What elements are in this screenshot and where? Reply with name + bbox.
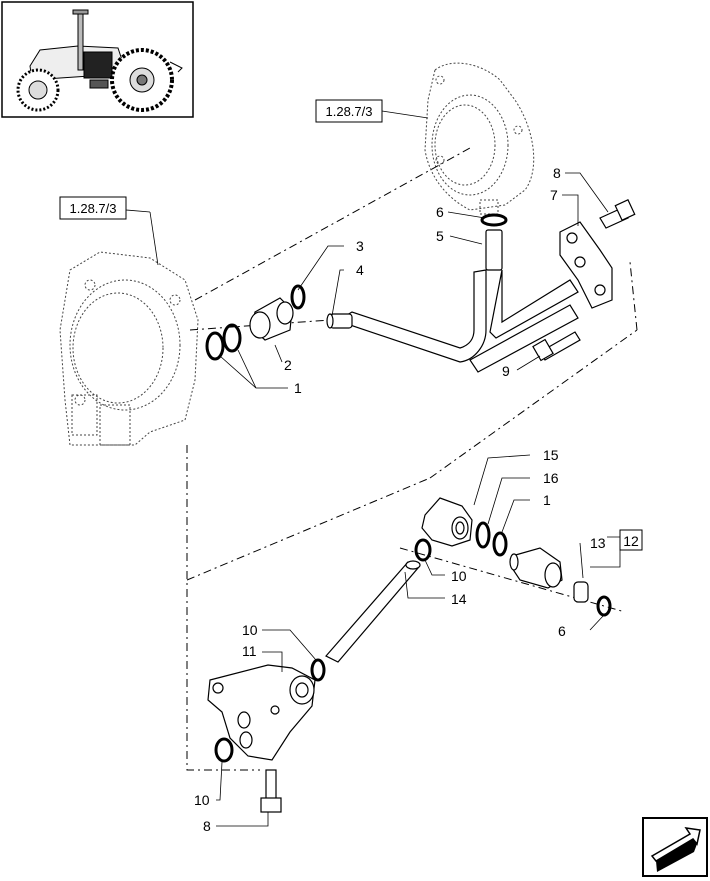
- callout-1-left: 1: [294, 380, 302, 396]
- rings-part-1-left: [205, 323, 242, 361]
- bracket-part-11: [207, 664, 316, 761]
- callout-3: 3: [356, 238, 364, 254]
- ring-part-10-left: [310, 658, 326, 682]
- adapter-part-12: [509, 547, 563, 589]
- callout-9: 9: [502, 363, 510, 379]
- callout-leaders: [216, 172, 621, 827]
- elbow-part-15: [421, 497, 473, 547]
- callout-14: 14: [451, 591, 467, 607]
- tractor-thumbnail-icon: [1, 1, 194, 118]
- tube-assembly-part-5: [340, 229, 579, 373]
- callout-1-right: 1: [543, 492, 551, 508]
- callout-13: 13: [590, 535, 606, 551]
- callout-5: 5: [436, 228, 444, 244]
- ring-part-6-top: [480, 213, 508, 227]
- union-part-2: [249, 297, 294, 341]
- upper-housing-ghost: [424, 62, 535, 215]
- callout-2: 2: [284, 357, 292, 373]
- callout-15: 15: [543, 447, 559, 463]
- callout-12-box: 12: [619, 529, 643, 551]
- tube-part-14: [325, 560, 421, 663]
- ref-box-left[interactable]: 1.28.7/3: [59, 196, 159, 266]
- callout-16: 16: [543, 470, 559, 486]
- ring-part-6-bottom: [596, 595, 612, 617]
- bolt-part-8-bottom: [260, 769, 282, 813]
- bracket-part-7: [559, 221, 613, 309]
- ring-part-1-right: [492, 531, 508, 557]
- callout-8-bottom: 8: [203, 818, 211, 834]
- ring-part-3: [290, 284, 306, 310]
- ring-part-16: [475, 521, 491, 549]
- callout-10-bottom: 10: [194, 792, 210, 808]
- ring-part-10-mid: [414, 538, 432, 562]
- bolt-part-9: [532, 331, 581, 362]
- callout-6-bottom: 6: [558, 623, 566, 639]
- ring-part-10-bottom: [214, 737, 234, 763]
- assembly-lines: [186, 147, 638, 771]
- callout-7: 7: [550, 187, 558, 203]
- callout-8-top: 8: [553, 165, 561, 181]
- callouts: 8 7 6 5 3 4 2 1 9 15 16 1 13 12 10 14 6 …: [194, 165, 643, 834]
- callout-12: 12: [623, 533, 639, 549]
- callout-10-left: 10: [242, 622, 258, 638]
- callout-6-top: 6: [436, 204, 444, 220]
- callout-11: 11: [242, 643, 257, 659]
- plug-part-13: [573, 581, 589, 603]
- ref-label-left: 1.28.7/3: [70, 201, 117, 216]
- callout-4: 4: [356, 262, 364, 278]
- ref-box-upper[interactable]: 1.28.7/3: [315, 99, 429, 123]
- callout-10-mid: 10: [451, 568, 467, 584]
- left-housing-ghost: [59, 251, 199, 446]
- ref-label-upper: 1.28.7/3: [326, 104, 373, 119]
- next-page-arrow-icon[interactable]: [642, 817, 708, 877]
- bolt-part-8-top: [599, 198, 636, 229]
- fitting-part-4: [326, 313, 353, 329]
